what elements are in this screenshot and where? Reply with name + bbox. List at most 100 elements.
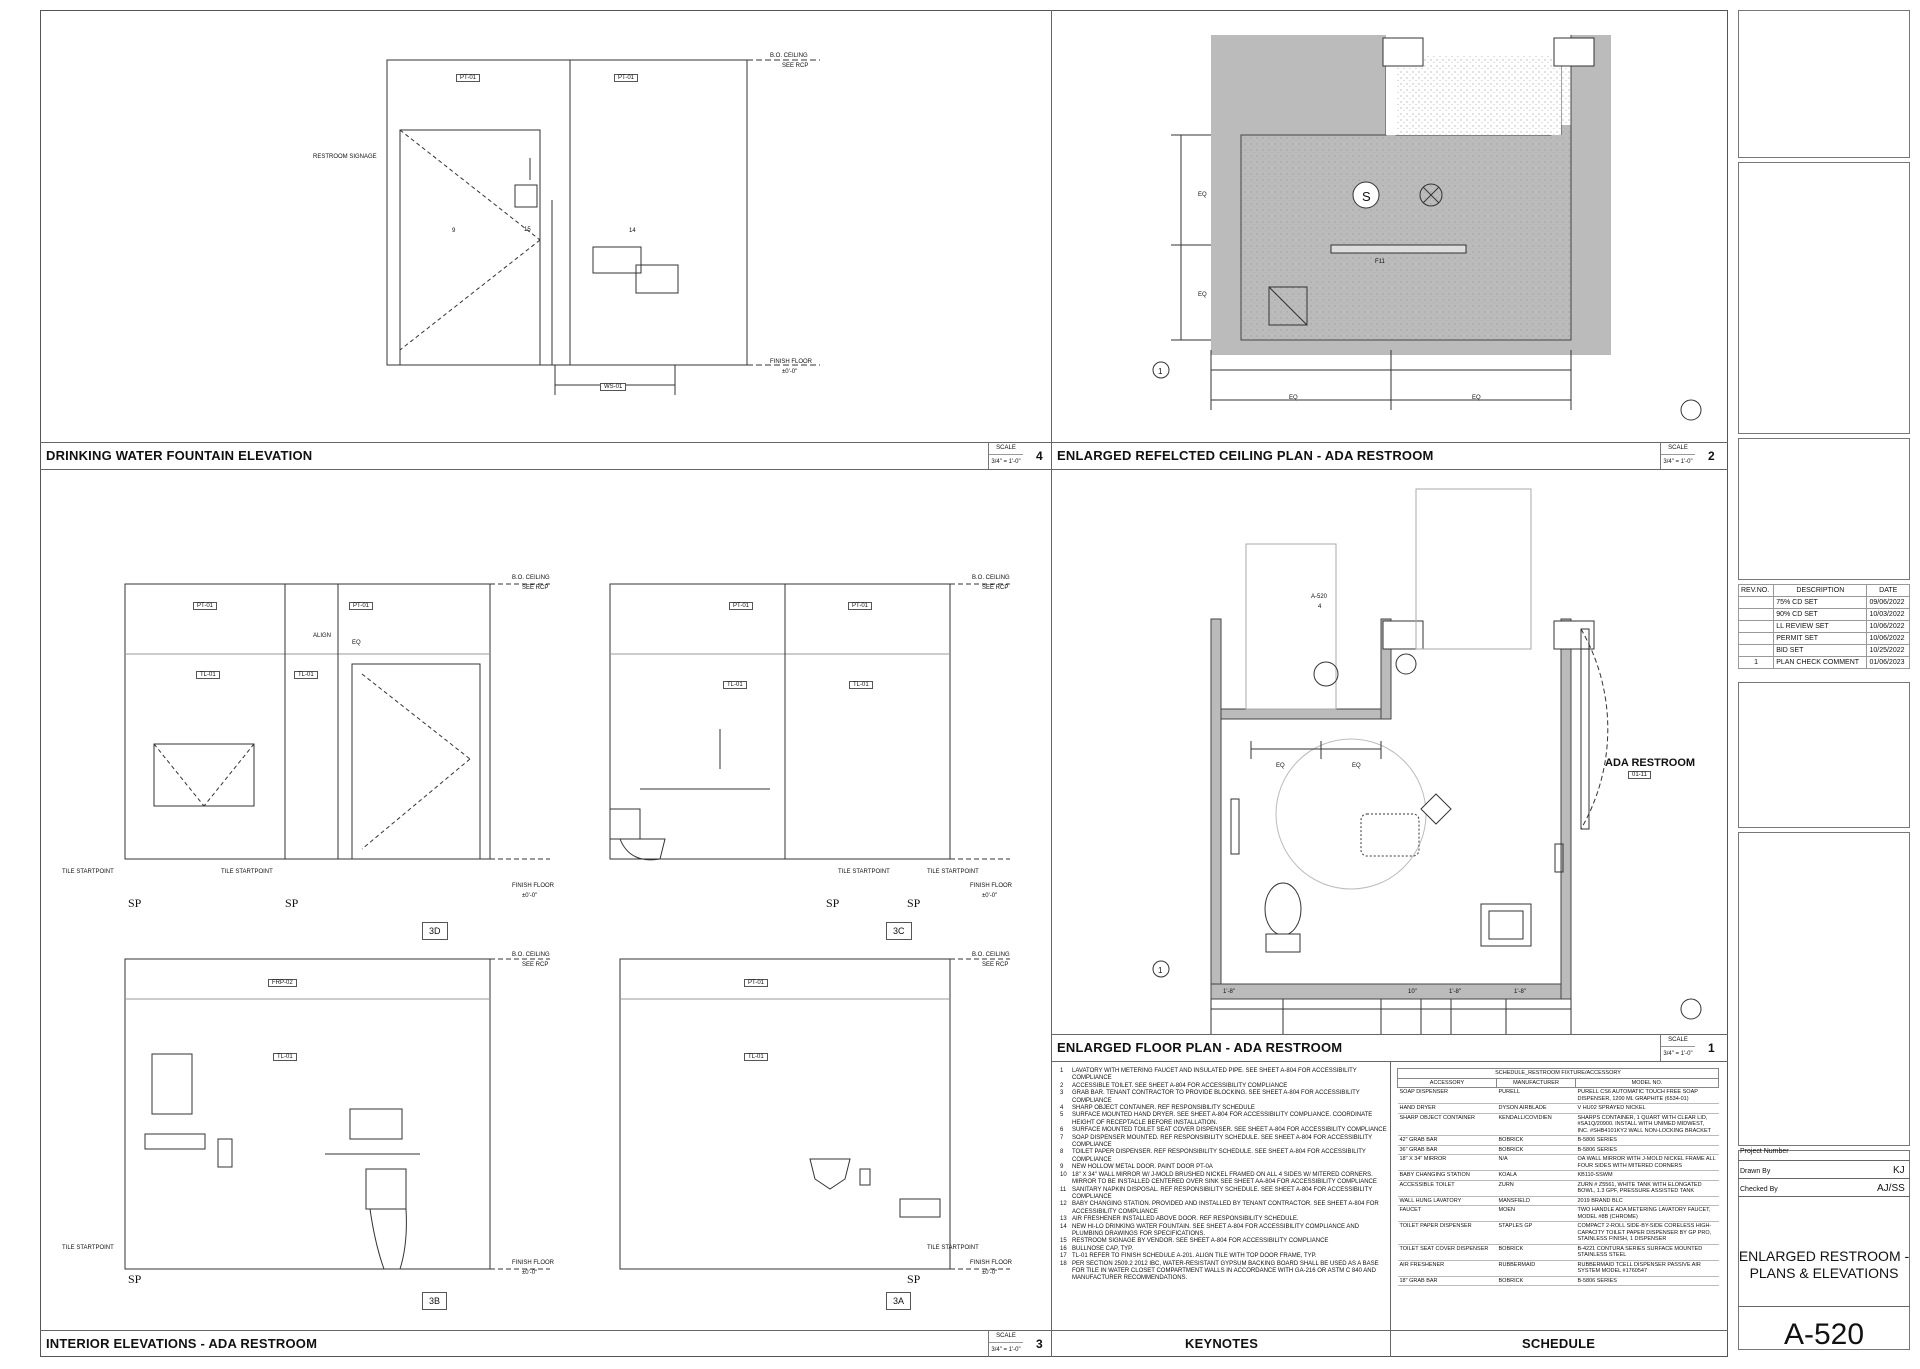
paint-tag: PT-01 [848,602,873,610]
finish-floor-label: FINISH FLOOR [970,883,1013,889]
keynote-number: 15 [1060,1238,1067,1245]
schedule-cell: DYSON AIRBLADE [1496,1103,1576,1114]
revision-cell: BID SET [1773,644,1868,657]
revision-cell: 90% CD SET [1773,608,1868,621]
keynote-number: 3 [1060,1090,1064,1097]
revision-header: DESCRIPTION [1773,584,1868,597]
schedule-cell: KOALA [1496,1170,1576,1181]
keynote-text: SOAP DISPENSER MOUNTED. REF RESPONSIBILI… [1072,1134,1372,1149]
paint-tag: PT-01 [193,602,218,610]
schedule-cell: B-5806 SERIES [1575,1135,1719,1146]
schedule-cell: B-5806 SERIES [1575,1145,1719,1155]
finish-floor-label: FINISH FLOOR [512,883,555,889]
keynote-number: 4 [1060,1105,1064,1112]
startpoint-symbol: SP [826,896,840,910]
sheet-number: A-520 [1783,1318,1865,1351]
view-title-1: ENLARGED FLOOR PLAN - ADA RESTROOM [1057,1040,1343,1055]
view-number-2: 2 [1708,449,1715,463]
keynote-text: SURFACE MOUNTED TOILET SEAT COVER DISPEN… [1072,1127,1387,1134]
fixture-schedule-table: SCHEDULE_RESTROOM FIXTURE/ACCESSORY ACCE… [1397,1068,1719,1286]
keynote-item: 9 NEW HOLLOW METAL DOOR. PAINT DOOR PT-0A [1060,1164,1390,1171]
frp-tag: FRP-02 [268,979,297,987]
paint-tag: PT-01 [349,602,374,610]
schedule-header: MANUFACTURER [1496,1077,1576,1088]
tile-tag: TL-01 [723,681,747,689]
schedule-cell: ZURN [1496,1180,1576,1197]
schedule-cell: KB110-SSWM [1575,1170,1719,1181]
schedule-cell: MOEN [1496,1205,1576,1222]
schedule-cell: BOBRICK [1496,1276,1576,1286]
keynote-item: 6 SURFACE MOUNTED TOILET SEAT COVER DISPE… [1060,1127,1390,1134]
schedule-cell: ACCESSIBLE TOILET [1397,1180,1497,1197]
paint-tag: PT-01 [456,74,481,82]
section-ref: A-520 [1311,594,1328,600]
schedule-cell: 42" GRAB BAR [1397,1135,1497,1146]
view-number-3: 3 [1036,1337,1043,1351]
title-block-cell [1738,10,1910,158]
title-block-cell [1738,682,1910,828]
panel-divider [40,1330,1728,1331]
title-block-rule [1738,1306,1910,1307]
schedule-cell: 18" X 34" MIRROR [1397,1154,1497,1171]
dim-label: EQ [1198,192,1207,198]
startpoint-symbol: SP [907,1272,921,1286]
keynote-text: AIR FRESHENER INSTALLED ABOVE DOOR. REF … [1072,1216,1299,1223]
schedule-cell: 18" GRAB BAR [1397,1276,1497,1286]
startpoint-symbol: SP [907,896,921,910]
panel-divider [1051,1034,1728,1035]
keynote-text: SHARP OBJECT CONTAINER. REF RESPONSIBILI… [1072,1105,1255,1112]
finish-floor-label: FINISH FLOOR [512,1260,555,1266]
startpoint-symbol: SP [128,896,142,910]
checked-by-value: AJ/SS [1877,1183,1905,1194]
keynote-text: 18" X 34" WALL MIRROR W/ J-MOLD BRUSHED … [1072,1171,1377,1186]
revision-cell: 75% CD SET [1773,596,1868,609]
dim-label: EQ [1198,292,1207,298]
keynote-number: 6 [1060,1127,1064,1134]
tile-startpoint-label: TILE STARTPOINT [927,1245,979,1251]
tile-tag: TL-01 [849,681,873,689]
schedule-cell: PURELL [1496,1087,1576,1104]
checked-by-label: Checked By [1740,1186,1778,1193]
room-name: ADA RESTROOM [1605,757,1696,769]
dim-label: EQ [1352,763,1361,769]
ceiling-plan-drawing [1152,35,1702,421]
title-block-rule [1738,1160,1910,1161]
title-block [1730,10,1918,1357]
schedule-cell: OA WALL MIRROR WITH J-MOLD NICKEL FRAME … [1575,1154,1719,1171]
revision-header: DATE [1866,584,1910,597]
sheet-frame [40,10,1728,1357]
panel-divider [1051,10,1052,1357]
keynote-number: 10 [1060,1171,1067,1178]
keynote-number: 9 [1060,1164,1064,1171]
revision-cell: 10/03/2022 [1866,608,1910,621]
schedule-header: ACCESSORY [1397,1077,1497,1088]
floor-plan-drawing [1152,488,1702,1034]
drawn-by-value: KJ [1893,1165,1905,1176]
schedule-cell: AIR FRESHENER [1397,1260,1497,1277]
keynote-text: NEW HOLLOW METAL DOOR. PAINT DOOR PT-0A [1072,1164,1213,1171]
finish-floor-label: FINISH FLOOR [970,1260,1013,1266]
title-block-cell [1738,162,1910,434]
schedule-cell: 2019 BRAND BLC [1575,1196,1719,1206]
title-block-cell [1738,832,1910,1146]
schedule-cell: RUBBERMAID TCELL DISPENSER PASSIVE AIR S… [1575,1260,1719,1277]
project-number-label: Project Number [1740,1148,1789,1155]
revision-cell: 09/06/2022 [1866,596,1910,609]
keynote-text: LAVATORY WITH METERING FAUCET AND INSULA… [1072,1068,1357,1082]
keynote-number: 17 [1060,1253,1067,1260]
schedule-cell: TOILET PAPER DISPENSER [1397,1221,1497,1245]
keynote-number: 11 [1060,1186,1067,1193]
title-block-rule [1738,1196,1910,1197]
schedule-header: MODEL NO. [1575,1077,1719,1088]
